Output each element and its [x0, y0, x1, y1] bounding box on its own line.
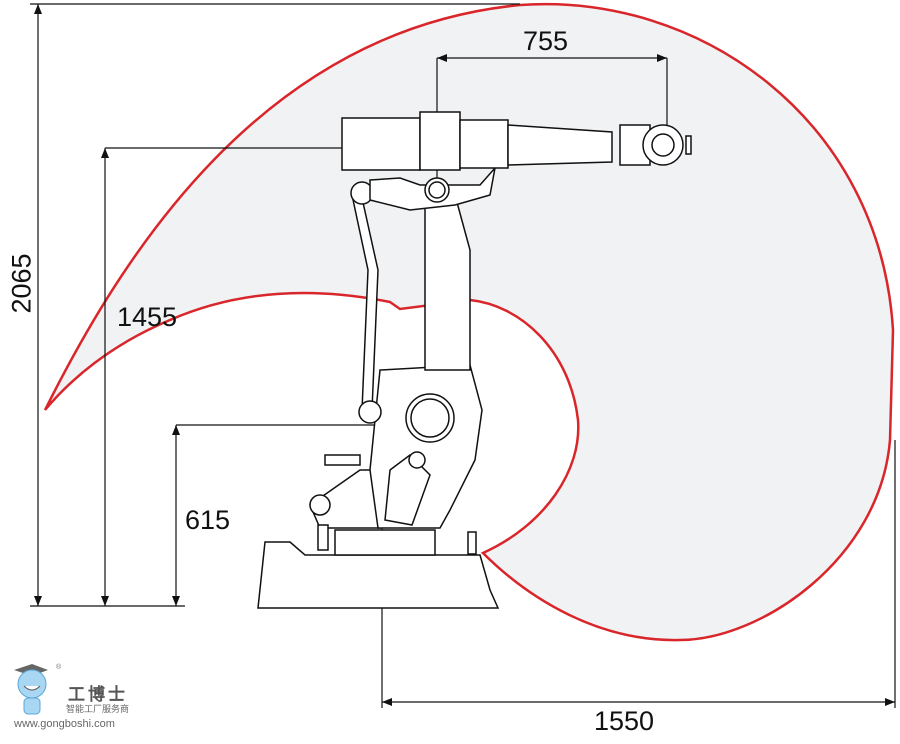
- dimension-label-1550: 1550: [594, 706, 655, 736]
- registered-mark: ®: [56, 664, 62, 671]
- watermark-tagline: 智能工厂服务商: [66, 704, 130, 714]
- dimension-label-755: 755: [523, 26, 569, 56]
- dimension-label-615: 615: [185, 505, 231, 535]
- robot-drawing: [257, 111, 692, 609]
- dimension-label-2065: 2065: [6, 253, 37, 314]
- watermark-url: www.gongboshi.com: [14, 718, 115, 730]
- dimension-arrows: [34, 4, 895, 706]
- working-envelope: [43, 2, 895, 642]
- watermark-logo: 工博士 ® 智能工厂服务商 www.gongboshi.com: [8, 662, 158, 742]
- watermark-name: 工博士: [68, 685, 128, 705]
- mascot-icon: [14, 664, 48, 715]
- dimension-label-1455: 1455: [117, 302, 178, 332]
